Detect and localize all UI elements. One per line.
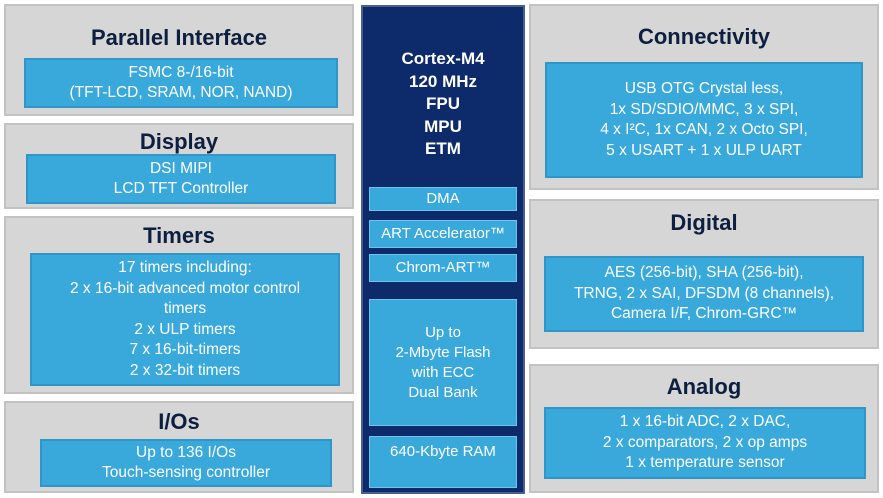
chrom-art-label: Chrom-ART™ bbox=[395, 259, 491, 276]
connectivity-line: USB OTG Crystal less, bbox=[624, 80, 784, 97]
display-line: DSI MIPI bbox=[149, 159, 212, 177]
chrom-art-block: Chrom-ART™ bbox=[369, 254, 517, 282]
ios-title: I/Os bbox=[158, 409, 200, 434]
parallel-interface-panel: Parallel Interface FSMC 8-/16-bit (TFT-L… bbox=[4, 4, 354, 116]
digital-box: AES (256-bit), SHA (256-bit), TRNG, 2 x … bbox=[544, 256, 864, 332]
ios-line: Touch-sensing controller bbox=[101, 464, 270, 481]
ios-box: Up to 136 I/Os Touch-sensing controller bbox=[40, 439, 332, 487]
timers-line: 2 x ULP timers bbox=[134, 320, 236, 338]
dma-block: DMA bbox=[369, 187, 517, 211]
core-spec-line: MPU bbox=[424, 116, 462, 136]
timers-title: Timers bbox=[143, 223, 215, 248]
parallel-interface-line: FSMC 8-/16-bit bbox=[128, 63, 234, 81]
analog-line: 1 x 16-bit ADC, 2 x DAC, bbox=[619, 413, 791, 431]
display-box: DSI MIPI LCD TFT Controller bbox=[26, 154, 336, 204]
ios-line: Up to 136 I/Os bbox=[136, 443, 236, 461]
display-line: LCD TFT Controller bbox=[113, 180, 249, 197]
dma-label: DMA bbox=[426, 190, 460, 207]
digital-line: AES (256-bit), SHA (256-bit), bbox=[604, 264, 804, 282]
flash-line: Up to bbox=[425, 323, 461, 341]
connectivity-line: 5 x USART + 1 x ULP UART bbox=[606, 141, 802, 159]
flash-block: Up to 2-Mbyte Flash with ECC Dual Bank bbox=[369, 299, 517, 426]
digital-title: Digital bbox=[670, 210, 738, 235]
analog-box: 1 x 16-bit ADC, 2 x DAC, 2 x comparators… bbox=[544, 407, 866, 479]
connectivity-box: USB OTG Crystal less, 1x SD/SDIO/MMC, 3 … bbox=[545, 62, 863, 178]
timers-line: 17 timers including: bbox=[118, 259, 252, 276]
core-spec-line: ETM bbox=[425, 139, 461, 158]
digital-panel: Digital AES (256-bit), SHA (256-bit), TR… bbox=[529, 199, 879, 349]
connectivity-title: Connectivity bbox=[637, 24, 771, 49]
flash-line: 2-Mbyte Flash bbox=[395, 343, 491, 361]
display-panel: Display DSI MIPI LCD TFT Controller bbox=[4, 123, 354, 209]
ram-block: 640-Kbyte RAM bbox=[369, 436, 517, 488]
connectivity-panel: Connectivity USB OTG Crystal less, 1x SD… bbox=[529, 4, 879, 190]
ram-label: 640-Kbyte RAM bbox=[390, 443, 496, 460]
art-accelerator-block: ART Accelerator™ bbox=[369, 220, 517, 248]
analog-line: 2 x comparators, 2 x op amps bbox=[602, 433, 808, 451]
cortex-core: Cortex-M4 120 MHz FPU MPU ETM DMA ART Ac… bbox=[361, 5, 525, 494]
connectivity-line: 4 x I²C, 1x CAN, 2 x Octo SPI, bbox=[600, 121, 808, 138]
ios-panel: I/Os Up to 136 I/Os Touch-sensing contro… bbox=[4, 401, 354, 493]
timers-line: timers bbox=[163, 300, 207, 317]
core-spec: Cortex-M4 120 MHz FPU MPU ETM bbox=[363, 48, 523, 161]
flash-line: Dual Bank bbox=[408, 383, 478, 401]
parallel-interface-line: (TFT-LCD, SRAM, NOR, NAND) bbox=[69, 84, 293, 101]
core-spec-line: 120 MHz bbox=[408, 71, 478, 91]
core-spec-line: Cortex-M4 bbox=[401, 49, 485, 68]
timers-line: 7 x 16-bit-timers bbox=[129, 341, 241, 358]
digital-line: Camera I/F, Chrom-GRC™ bbox=[610, 305, 798, 323]
parallel-interface-box: FSMC 8-/16-bit (TFT-LCD, SRAM, NOR, NAND… bbox=[24, 58, 338, 108]
flash-line: with ECC bbox=[411, 363, 475, 381]
analog-title: Analog bbox=[666, 374, 742, 399]
core-spec-line: FPU bbox=[426, 94, 460, 113]
analog-panel: Analog 1 x 16-bit ADC, 2 x DAC, 2 x comp… bbox=[529, 364, 879, 493]
timers-panel: Timers 17 timers including: 2 x 16-bit a… bbox=[4, 216, 354, 394]
display-title: Display bbox=[139, 129, 219, 154]
analog-line: 1 x temperature sensor bbox=[625, 454, 785, 472]
timers-line: 2 x 32-bit timers bbox=[129, 361, 241, 379]
digital-line: TRNG, 2 x SAI, DFSDM (8 channels), bbox=[573, 284, 835, 302]
parallel-interface-title: Parallel Interface bbox=[90, 25, 268, 50]
art-accelerator-label: ART Accelerator™ bbox=[381, 225, 505, 242]
timers-box: 17 timers including: 2 x 16-bit advanced… bbox=[30, 253, 340, 386]
timers-line: 2 x 16-bit advanced motor control bbox=[69, 279, 301, 297]
connectivity-line: 1x SD/SDIO/MMC, 3 x SPI, bbox=[609, 100, 799, 118]
